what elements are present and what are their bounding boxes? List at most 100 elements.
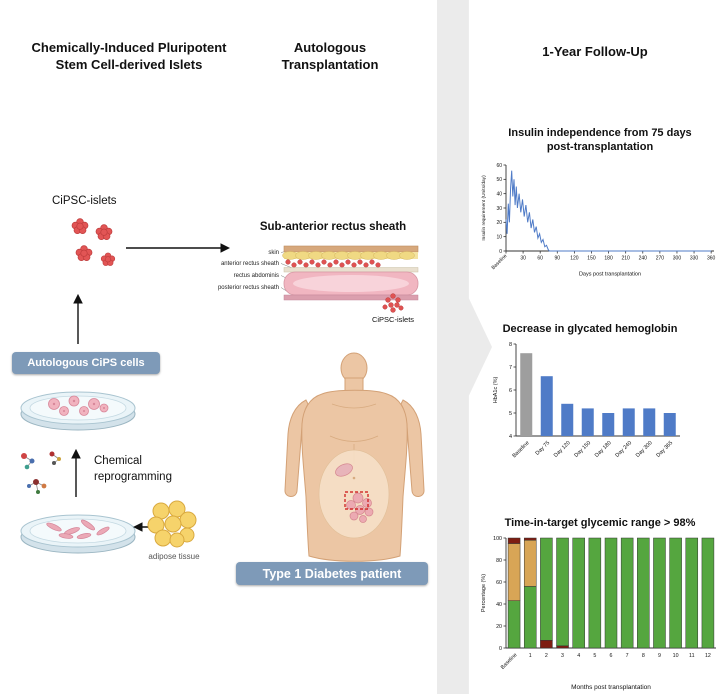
title-line: Stem Cell-derived Islets xyxy=(55,56,203,72)
cipsc-islets-label: CiPSC-islets xyxy=(52,195,117,207)
cipsc-islets-graphic xyxy=(71,218,116,266)
svg-text:2: 2 xyxy=(545,653,548,659)
title-line: 1-Year Follow-Up xyxy=(542,44,648,59)
svg-text:Day 180: Day 180 xyxy=(594,440,613,459)
rectus-sheath-anatomy: skin anterior rectus sheath rectus abdom… xyxy=(218,245,419,324)
small-molecule-icons xyxy=(21,451,61,494)
label-line: Chemical xyxy=(94,455,142,467)
svg-text:40: 40 xyxy=(496,602,502,608)
svg-text:360: 360 xyxy=(707,255,716,261)
svg-text:20: 20 xyxy=(496,220,502,226)
badge-label: Autologous CiPS cells xyxy=(27,357,145,369)
chart-hba1c-title: Decrease in glycated hemoglobin xyxy=(502,323,678,335)
svg-text:6: 6 xyxy=(610,653,613,659)
svg-text:Insulin requirement (Units/day: Insulin requirement (Units/day) xyxy=(481,175,487,241)
left-column-title: Chemically-Induced Pluripotent Stem Cell… xyxy=(10,40,248,74)
svg-text:60: 60 xyxy=(537,255,543,261)
svg-text:100: 100 xyxy=(493,536,502,542)
svg-text:80: 80 xyxy=(496,558,502,564)
svg-text:4: 4 xyxy=(577,653,580,659)
svg-text:5: 5 xyxy=(593,653,596,659)
svg-text:Baseline: Baseline xyxy=(491,253,509,271)
svg-text:7: 7 xyxy=(626,653,629,659)
fibroblast-cells xyxy=(46,519,110,539)
svg-text:Day 365: Day 365 xyxy=(655,440,674,459)
adipose-tissue-label: adipose tissue xyxy=(148,552,200,561)
anatomy-label-posterior-sheath: posterior rectus sheath xyxy=(218,285,279,291)
badge-label: Type 1 Diabetes patient xyxy=(262,566,402,581)
svg-text:Baseline: Baseline xyxy=(500,652,519,671)
svg-text:300: 300 xyxy=(673,255,682,261)
layer-skin xyxy=(283,245,419,253)
graft-site-dashed-box xyxy=(344,491,369,510)
svg-text:0: 0 xyxy=(499,248,502,254)
chart-insulin-title: Insulin independence from 75 days post-t… xyxy=(478,126,722,155)
abdomen-window xyxy=(318,449,390,539)
title-line: post-transplantation xyxy=(546,141,654,154)
svg-text:50: 50 xyxy=(496,177,502,183)
svg-text:150: 150 xyxy=(587,255,596,261)
cipsc-islets-site-label: CiPSC-islets xyxy=(372,315,414,324)
svg-text:11: 11 xyxy=(689,653,695,659)
svg-text:5: 5 xyxy=(509,411,512,417)
islet-cluster-right xyxy=(382,293,404,313)
svg-text:330: 330 xyxy=(690,255,699,261)
svg-text:12: 12 xyxy=(705,653,711,659)
svg-text:Day 75: Day 75 xyxy=(535,440,552,457)
intestine-coils xyxy=(346,492,374,523)
svg-text:240: 240 xyxy=(639,255,648,261)
stomach-organ xyxy=(335,463,353,477)
svg-text:40: 40 xyxy=(496,191,502,197)
svg-text:6: 6 xyxy=(509,388,512,394)
svg-text:60: 60 xyxy=(496,162,502,168)
label-line: reprogramming xyxy=(94,470,172,483)
svg-text:210: 210 xyxy=(621,255,630,261)
cips-cells-dish xyxy=(20,391,136,431)
svg-text:270: 270 xyxy=(656,255,665,261)
title-line: Autologous xyxy=(293,40,367,55)
chart-insulin: Insulin independence from 75 days post-t… xyxy=(478,126,722,277)
title-line: Transplantation xyxy=(281,56,379,72)
svg-text:60: 60 xyxy=(496,580,502,586)
svg-text:8: 8 xyxy=(642,653,645,659)
svg-text:180: 180 xyxy=(604,255,613,261)
svg-text:9: 9 xyxy=(658,653,661,659)
anatomy-label-anterior-sheath: anterior rectus sheath xyxy=(221,261,279,267)
svg-text:30: 30 xyxy=(496,205,502,211)
svg-text:Day 120: Day 120 xyxy=(553,440,572,459)
svg-text:4: 4 xyxy=(509,434,512,440)
title-line: Insulin independence from 75 days xyxy=(508,127,692,139)
svg-text:20: 20 xyxy=(496,624,502,630)
svg-text:30: 30 xyxy=(520,255,526,261)
fibroblast-dish xyxy=(20,514,136,554)
title-line: Chemically-Induced Pluripotent xyxy=(31,40,227,55)
svg-text:10: 10 xyxy=(496,234,502,240)
sub-anterior-site-label: Sub-anterior rectus sheath xyxy=(259,221,407,233)
middle-column-title: Autologous Transplantation xyxy=(255,40,405,74)
adipose-tissue-graphic xyxy=(147,500,197,548)
svg-text:Days post transplantation: Days post transplantation xyxy=(579,271,641,277)
type1-diabetes-patient-badge: Type 1 Diabetes patient xyxy=(236,562,428,585)
svg-text:8: 8 xyxy=(509,342,512,348)
svg-text:HbA1c (%): HbA1c (%) xyxy=(493,377,499,404)
svg-text:Day 150: Day 150 xyxy=(573,440,592,459)
anatomy-label-skin: skin xyxy=(268,250,279,256)
transplanted-islets-band xyxy=(285,259,381,268)
svg-text:Day 240: Day 240 xyxy=(614,440,633,459)
anatomy-label-rectus-abdominis: rectus abdominis xyxy=(234,273,279,279)
svg-text:120: 120 xyxy=(570,255,579,261)
svg-text:Day 300: Day 300 xyxy=(635,440,654,459)
svg-text:1: 1 xyxy=(529,653,532,659)
chart-time-in-range-title: Time-in-target glycemic range > 98% xyxy=(504,517,696,529)
autologous-cips-badge: Autologous CiPS cells xyxy=(12,352,160,374)
svg-text:Percentage (%): Percentage (%) xyxy=(481,574,487,612)
svg-text:7: 7 xyxy=(509,365,512,371)
patient-torso-figure xyxy=(284,352,425,562)
arrow-cips-to-islets xyxy=(73,293,83,344)
